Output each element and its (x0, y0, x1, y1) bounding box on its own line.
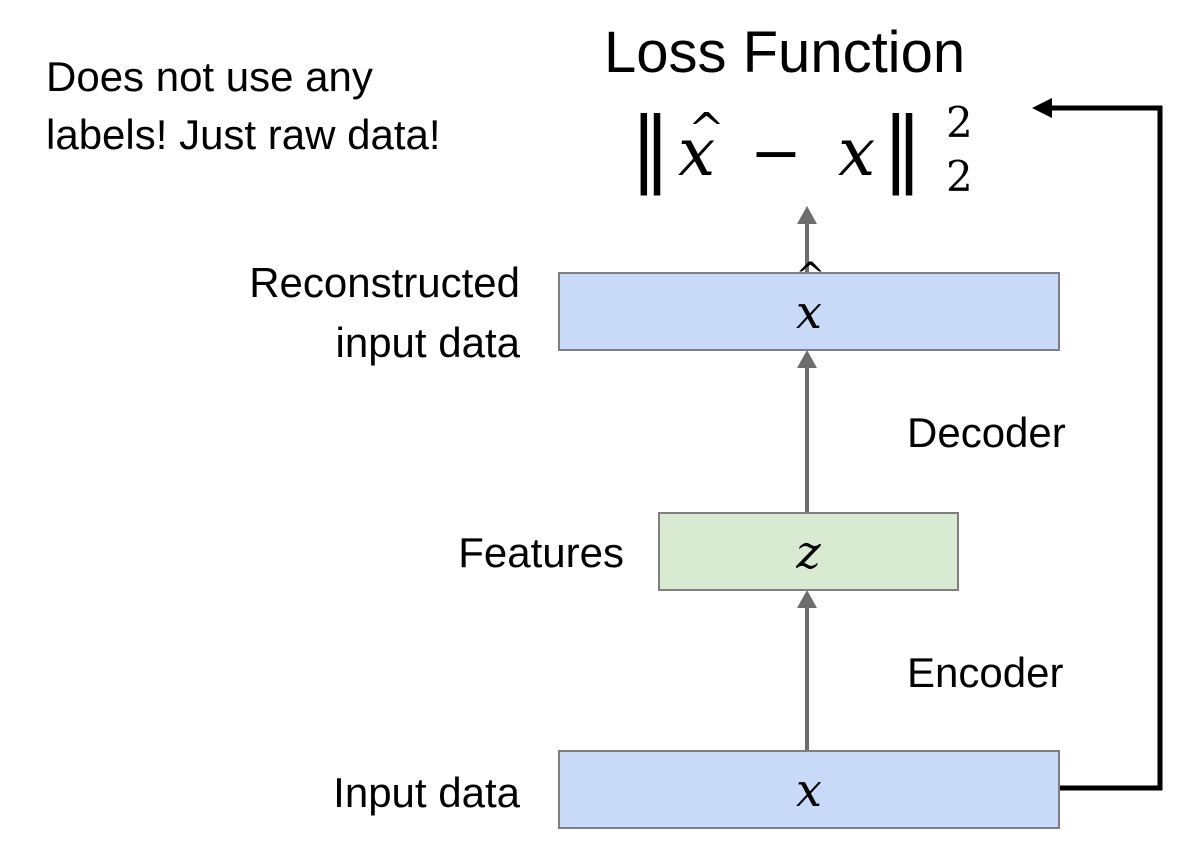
reconstructed-box: ^ x (558, 258, 1060, 351)
formula-x-hat: x (678, 114, 716, 191)
input-label: Input data (333, 769, 520, 816)
note-line-2: labels! Just raw data! (46, 111, 441, 158)
x-hat-symbol: ^ x (795, 258, 825, 335)
reconstructed-label-line-2: input data (335, 319, 521, 366)
loss-arrow-head (797, 206, 817, 224)
formula-x: x (838, 114, 876, 191)
encoder-arrow-head (797, 590, 817, 608)
loss-function-title: Loss Function (604, 20, 966, 85)
decoder-label: Decoder (907, 409, 1066, 456)
x-symbol: x (796, 762, 822, 817)
formula-superscript: 2 (946, 98, 973, 147)
feedback-loop-line (1050, 105, 1163, 791)
x-hat-mark: ^ (795, 255, 826, 297)
z-symbol: z (796, 524, 821, 579)
features-label: Features (458, 529, 624, 576)
x-hat-letter: x (796, 284, 822, 339)
reconstructed-label-line-1: Reconstructed (249, 259, 520, 306)
note-line-1: Does not use any (46, 53, 373, 100)
norm-right-bar: ‖ (882, 101, 923, 196)
formula-minus: − (750, 116, 802, 189)
decoder-arrow-head (797, 350, 817, 368)
formula-hat-mark: ^ (688, 104, 725, 155)
input-box: x (558, 750, 1060, 829)
encoder-label: Encoder (907, 649, 1064, 696)
feedback-loop-arrow-head (1032, 98, 1052, 118)
norm-left-bar: ‖ (630, 101, 671, 196)
features-box: z (658, 512, 959, 591)
formula-subscript: 2 (946, 152, 973, 201)
